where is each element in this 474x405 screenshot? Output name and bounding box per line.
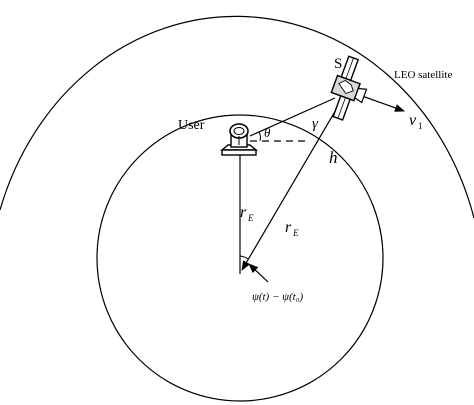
- earth-radius-user-label: r: [240, 204, 247, 221]
- user-label: User: [178, 118, 205, 133]
- satellite-orbit-arc: [0, 15, 474, 219]
- earth-radius-satellite-subscript: E: [292, 228, 299, 238]
- line-of-sight: [249, 97, 336, 137]
- gamma-angle-label: γ: [312, 116, 319, 132]
- earth-radius-line-satellite: [241, 107, 338, 271]
- velocity-label: v: [409, 112, 417, 129]
- velocity-subscript: 1: [418, 121, 423, 131]
- central-angle-arc: [239, 255, 249, 260]
- satellite-letter-label: S: [334, 56, 342, 72]
- user-terminal-icon: [220, 123, 258, 156]
- velocity-arrow: [361, 95, 405, 112]
- central-angle-formula-label: ψ(t) − ψ(t₀): [252, 291, 304, 303]
- central-angle-arrow: [248, 263, 269, 283]
- earth-radius-user-subscript: E: [247, 213, 254, 223]
- elevation-angle-arc: [258, 131, 261, 142]
- leo-satellite-label: LEO satellite: [394, 69, 452, 81]
- earth-circle: [96, 114, 384, 402]
- altitude-label: h: [329, 148, 338, 167]
- satellite-icon: [330, 55, 368, 121]
- earth-radius-satellite-label: r: [285, 219, 292, 236]
- elevation-angle-label: θ: [264, 125, 271, 140]
